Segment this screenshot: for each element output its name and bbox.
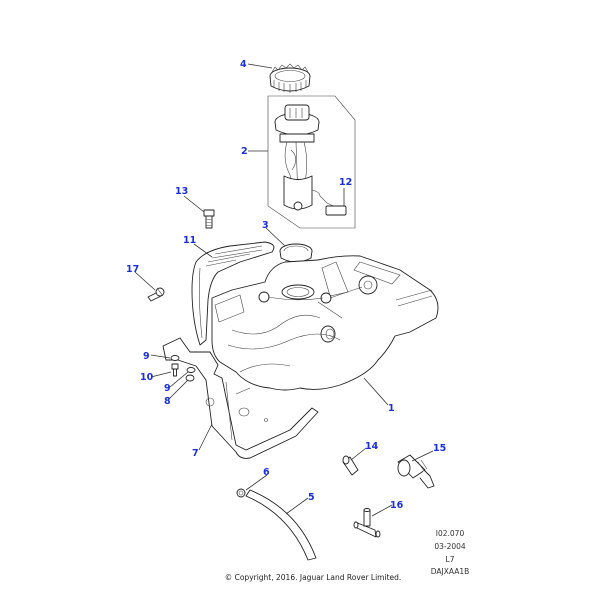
seal-part[interactable]	[279, 243, 313, 263]
callout-15[interactable]: 15	[433, 443, 446, 454]
heat-shield-part[interactable]	[191, 241, 275, 346]
illustration-code: DAJXAA1B	[430, 567, 470, 576]
callout-4[interactable]: 4	[240, 59, 247, 70]
washer-9a-part[interactable]	[170, 355, 180, 361]
fuel-pump-box	[267, 95, 356, 229]
model-code: L7	[445, 555, 455, 564]
connector-14-part[interactable]	[342, 455, 359, 476]
bolt-13-part[interactable]	[203, 209, 215, 229]
callout-1[interactable]: 1	[388, 403, 395, 414]
clip-6-part[interactable]	[236, 488, 246, 498]
callout-10[interactable]: 10	[140, 372, 154, 383]
clip-17-part[interactable]	[147, 287, 165, 302]
valve-15-part[interactable]	[397, 454, 435, 489]
callout-2[interactable]: 2	[241, 146, 248, 157]
callout-3[interactable]: 3	[262, 220, 269, 231]
callout-5[interactable]: 5	[308, 492, 315, 503]
callout-11[interactable]: 11	[183, 235, 196, 246]
bolt-10-part[interactable]	[171, 363, 179, 377]
copyright-notice: © Copyright, 2016. Jaguar Land Rover Lim…	[224, 573, 402, 582]
fuel-pump-sender-part[interactable]	[274, 104, 347, 216]
callout-6[interactable]: 6	[263, 467, 270, 478]
callout-13[interactable]: 13	[175, 186, 188, 197]
washer-9b-part[interactable]	[186, 367, 196, 373]
callout-9-lower[interactable]: 9	[164, 383, 171, 394]
callout-17[interactable]: 17	[126, 264, 139, 275]
callout-9-upper[interactable]: 9	[143, 351, 150, 362]
callout-12[interactable]: 12	[339, 177, 352, 188]
locking-ring-part[interactable]	[269, 63, 311, 93]
fuel-tank-part[interactable]	[211, 255, 439, 391]
callout-8[interactable]: 8	[164, 396, 171, 407]
callout-14[interactable]: 14	[365, 441, 379, 452]
hose-5-part[interactable]	[245, 489, 317, 561]
t-connector-16-part[interactable]	[353, 508, 381, 538]
callout-7[interactable]: 7	[192, 448, 199, 459]
drawing-ref: I02.070	[435, 529, 465, 538]
drawing-date: 03-2004	[434, 542, 466, 551]
nut-8-part[interactable]	[185, 374, 195, 382]
bracket-part[interactable]	[162, 337, 319, 459]
callout-16[interactable]: 16	[390, 500, 404, 511]
